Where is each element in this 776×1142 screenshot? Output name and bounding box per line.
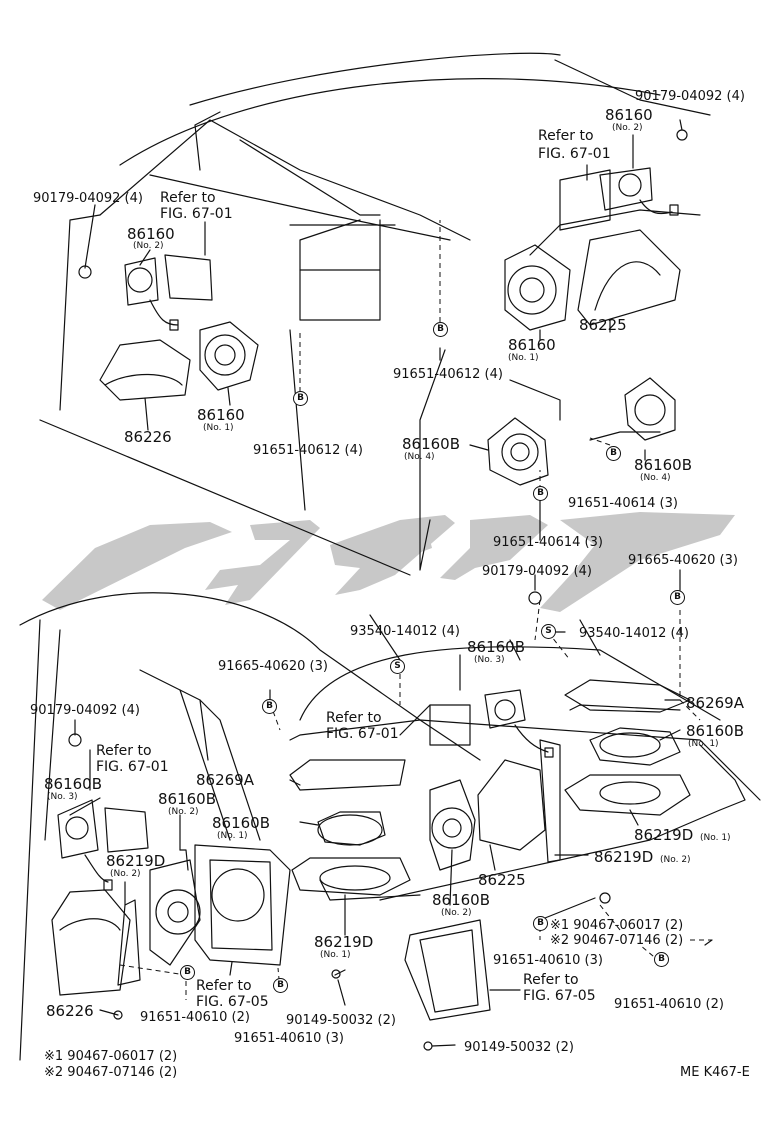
part-86219d-no2-right-label: 86219D — [594, 848, 654, 866]
part-86160b-no2-center-sub: (No. 2) — [441, 908, 472, 918]
part-86160b-no2-left-label: 86160B — [158, 790, 217, 808]
part-86160b-no3-left-sub: (No. 3) — [47, 792, 78, 802]
part-86160-no2-top-right-label: 86160 — [605, 106, 653, 124]
marker-s-center: S — [390, 659, 405, 674]
marker-b-top-center: B — [433, 322, 448, 337]
bolt-91651-40614-center-label: 91651-40614 (3) — [493, 535, 603, 550]
screw-90149-bottom-label: 90149-50032 (2) — [464, 1040, 574, 1055]
screw-note2-left-label: ※2 90467-07146 (2) — [44, 1065, 178, 1080]
marker-b-left-mid: B — [262, 699, 277, 714]
part-86219d-no2-left-label: 86219D — [106, 852, 166, 870]
part-86225-top-right-label: 86225 — [579, 316, 627, 334]
part-86160b-no3-left-label: 86160B — [44, 775, 103, 793]
clip-93540-right-label: 93540-14012 (4) — [579, 626, 689, 641]
refer-to-center-2: FIG. 67-01 — [326, 726, 399, 742]
clip-93540-center-label: 93540-14012 (4) — [350, 624, 460, 639]
screw-90179-center-label: 90179-04092 (4) — [482, 564, 592, 579]
part-86160b-no2-left-sub: (No. 2) — [168, 807, 199, 817]
part-86160b-no4-right-sub: (No. 4) — [640, 473, 671, 483]
screw-note2-right-label: ※2 90467-07146 (2) — [550, 933, 684, 948]
part-86219d-no1-center-label: 86219D — [314, 933, 374, 951]
part-86160b-no3-center-sub: (No. 3) — [474, 655, 505, 665]
part-86160b-no2-center-label: 86160B — [432, 891, 491, 909]
part-86160-no1-top-center-sub: (No. 1) — [508, 353, 539, 363]
refer-to-bottom-left-1: Refer to — [96, 743, 152, 759]
dashed-guides — [119, 220, 712, 1000]
part-86225-center-label: 86225 — [478, 871, 526, 889]
part-86219d-no2-left-sub: (No. 2) — [110, 869, 141, 879]
part-86160-no2-top-left-label: 86160 — [127, 225, 175, 243]
part-86160b-no3-center-label: 86160B — [467, 638, 526, 656]
bolt-91651-40610-center-label: 91651-40610 (3) — [493, 953, 603, 968]
marker-b-center-upper: B — [533, 486, 548, 501]
screw-90179-top-left-label: 90179-04092 (4) — [33, 191, 143, 206]
refer-to-bottom-right-1: Refer to — [523, 972, 579, 988]
marker-b-bottom-left: B — [180, 965, 195, 980]
refer-to-top-right-2: FIG. 67-01 — [538, 146, 611, 162]
screw-90179-bottom-left-label: 90179-04092 (4) — [30, 703, 140, 718]
refer-to-center-1: Refer to — [326, 710, 382, 726]
screw-90149-bottom-center-label: 90149-50032 (2) — [286, 1013, 396, 1028]
refer-to-bottom-right-2: FIG. 67-05 — [523, 988, 596, 1004]
marker-b-bottom-center: B — [273, 978, 288, 993]
bolt-91651-40612-center-label: 91651-40612 (4) — [393, 367, 503, 382]
refer-to-bottom-center-1: Refer to — [196, 978, 252, 994]
marker-b-far-right: B — [654, 952, 669, 967]
part-86160b-no1-right-label: 86160B — [686, 722, 745, 740]
marker-b-right-mid: B — [670, 590, 685, 605]
part-86219d-no1-right-label: 86219D — [634, 826, 694, 844]
marker-b-left: B — [293, 391, 308, 406]
part-86226-left-label: 86226 — [124, 428, 172, 446]
part-86160-no1-left-label: 86160 — [197, 406, 245, 424]
bolt-91665-40620-right-label: 91665-40620 (3) — [628, 553, 738, 568]
screw-note1-left-label: ※1 90467-06017 (2) — [44, 1049, 178, 1064]
part-86160-no1-top-center-label: 86160 — [508, 336, 556, 354]
bolt-91651-40612-left-label: 91651-40612 (4) — [253, 443, 363, 458]
marker-s-right: S — [541, 624, 556, 639]
line-art — [19, 52, 761, 1061]
part-86160b-no4-right-label: 86160B — [634, 456, 693, 474]
bolt-91651-40610-bottom-center-label: 91651-40610 (3) — [234, 1031, 344, 1046]
bolt-91665-40620-left-label: 91665-40620 (3) — [218, 659, 328, 674]
part-86160b-no1-center-sub: (No. 1) — [217, 831, 248, 841]
part-86219d-no1-right-sub: (No. 1) — [700, 833, 731, 843]
watermark-logo — [42, 512, 735, 612]
refer-to-top-left-1: Refer to — [160, 190, 216, 206]
part-86219d-no2-right-sub: (No. 2) — [660, 855, 691, 865]
part-86160-no2-top-left-sub: (No. 2) — [133, 241, 164, 251]
refer-to-top-right-1: Refer to — [538, 128, 594, 144]
bolt-91651-40610-right-label: 91651-40610 (2) — [614, 997, 724, 1012]
part-86269a-right-label: 86269A — [686, 694, 744, 712]
part-86219d-no1-center-sub: (No. 1) — [320, 950, 351, 960]
refer-to-top-left-2: FIG. 67-01 — [160, 206, 233, 222]
bolt-91651-40614-right-label: 91651-40614 (3) — [568, 496, 678, 511]
diagram-code-label: ME K467-E — [680, 1065, 750, 1080]
marker-b-right-upper: B — [606, 446, 621, 461]
part-86226-bottom-left-label: 86226 — [46, 1002, 94, 1020]
part-86160-no1-left-sub: (No. 1) — [203, 423, 234, 433]
part-86269a-center-label: 86269A — [196, 771, 254, 789]
part-86160-no2-top-right-sub: (No. 2) — [612, 123, 643, 133]
screw-note1-right-label: ※1 90467-06017 (2) — [550, 918, 684, 933]
marker-b-right-lower: B — [533, 916, 548, 931]
part-86160b-no4-center-label: 86160B — [402, 435, 461, 453]
part-86160b-no4-center-sub: (No. 4) — [404, 452, 435, 462]
refer-to-bottom-left-2: FIG. 67-01 — [96, 759, 169, 775]
bolt-91651-40610-bottom-left-label: 91651-40610 (2) — [140, 1010, 250, 1025]
refer-to-bottom-center-2: FIG. 67-05 — [196, 994, 269, 1010]
screw-90179-top-right-label: 90179-04092 (4) — [635, 89, 745, 104]
part-86160b-no1-right-sub: (No. 1) — [688, 739, 719, 749]
part-86160b-no1-center-label: 86160B — [212, 814, 271, 832]
